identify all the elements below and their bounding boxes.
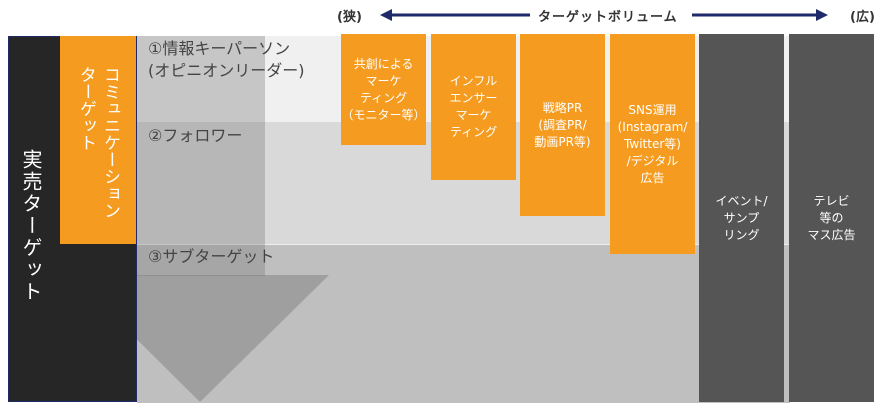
wide-label: (広) [850,10,875,25]
communication-target-column: コミュニケーション ターゲット [60,36,136,244]
narrow-label: (狭) [337,10,362,25]
communication-target-label: コミュニケーション ターゲット [76,66,120,219]
axis-label: ターゲットボリューム [538,10,678,25]
measure-cocreation: 共創による マーケ ティング （モニター等） [341,34,426,145]
funnel-shaft [137,36,265,276]
tier-label-follower: ②フォロワー [148,126,243,145]
measure-mass-ads: テレビ 等の マス広告 [789,34,874,402]
tier-band-3 [137,244,790,403]
measure-strategic-pr: 戦略PR (調査PR/ 動画PR等) [520,34,605,216]
actual-target-label: 実売ターゲット [19,149,43,303]
measure-event-sampling: イベント/ サンプ リング [699,34,784,402]
tier-label-sub-target: ③サブターゲット [148,247,275,266]
tier-label-key-person: ①情報キーパーソン (オピニオンリーダー) [148,39,305,80]
measure-sns-digital: SNS運用 (Instagram/ Twitter等) /デジタル 広告 [610,34,695,254]
volume-arrow-icon [380,9,828,21]
measure-influencer: インフル エンサー マーケ ティング [431,34,516,180]
